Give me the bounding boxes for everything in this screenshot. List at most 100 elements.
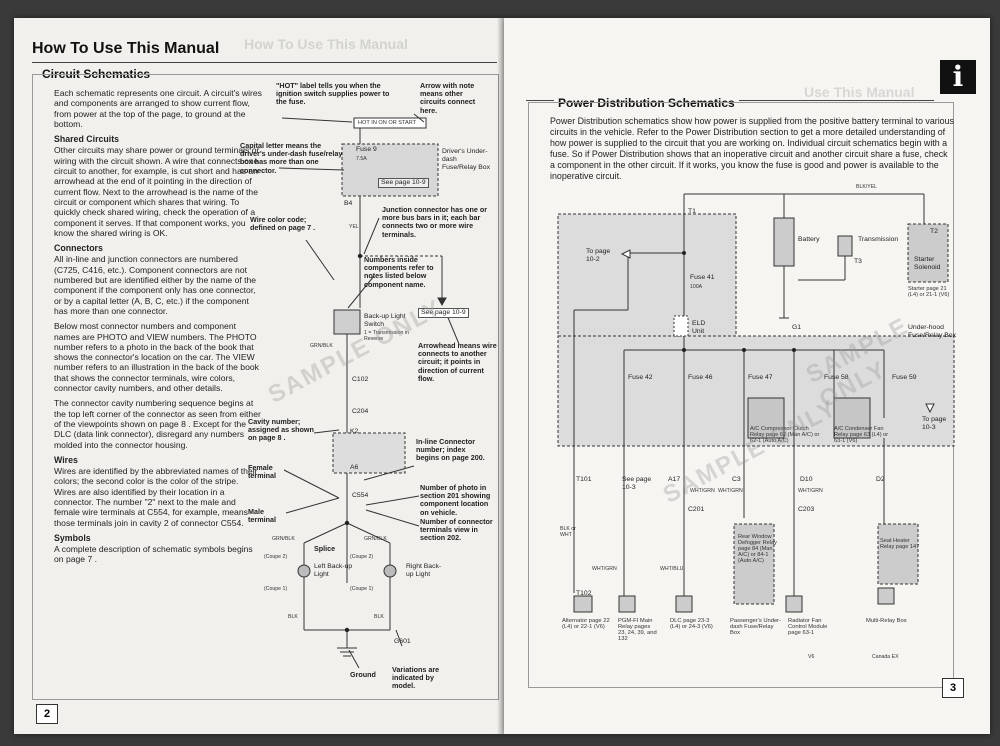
- yel-label: YEL: [349, 224, 359, 230]
- cavity-annotation: Cavity number; assigned as shown on page…: [248, 417, 314, 443]
- t2-label: T2: [930, 228, 938, 235]
- cavity-paragraph: The connector cavity numbering sequence …: [54, 398, 261, 450]
- page-number-right: 3: [942, 678, 964, 698]
- connectors-heading: Connectors: [54, 243, 103, 254]
- wire-color-annotation: Wire color code; defined on page 7 .: [250, 215, 316, 233]
- title-rule: [32, 62, 497, 63]
- capital-letter-annotation: Capital letter means the driver's under-…: [240, 141, 343, 175]
- starter-solenoid-label: Starter Solenoid: [914, 256, 941, 271]
- blk-label-left: BLK: [288, 614, 298, 620]
- dlc-label: DLC page 23-3 (L4) or 24-3 (V6): [670, 618, 713, 630]
- right-light-label: Right Back-up Light: [406, 563, 442, 578]
- c201-label: C201: [688, 506, 705, 513]
- coupe2-right: (Coupe 2): [350, 554, 374, 560]
- arrow-annotation: Arrow with note means other circuits con…: [420, 81, 476, 115]
- bleed-through-title: How To Use This Manual: [244, 36, 408, 52]
- page-title: How To Use This Manual: [32, 40, 220, 57]
- connector-view-annotation: Number of connector terminals view in se…: [420, 517, 493, 543]
- seat-heater-label: Seat Heater Relay page 147: [880, 538, 920, 550]
- grn-blk-label-3: GRN/BLK: [364, 536, 387, 542]
- alternator-label: Alternator page 22 (L4) or 22-1 (V6): [562, 618, 610, 630]
- c554-label: C554: [352, 492, 369, 499]
- see-page-box-2: See page 10-9: [418, 308, 469, 318]
- passenger-label: Passenger's Under-dash Fuse/Relay Box: [730, 618, 782, 636]
- to-page3-label: To page 10-3: [922, 416, 947, 431]
- wht-grn-label-1: WHT/GRN: [690, 488, 715, 494]
- fuse42-label: Fuse 42: [628, 374, 653, 381]
- content-frame: [32, 74, 499, 700]
- female-annotation: Female terminal: [248, 463, 276, 481]
- fuse41-label: Fuse 41: [690, 274, 715, 281]
- multi-relay-label: Multi-Relay Box: [866, 618, 907, 624]
- see-page-label: See page 10-3: [622, 476, 652, 491]
- defogger-label: Rear Window Defogger Relay page 84 (Man …: [738, 534, 777, 564]
- grn-blk-label-2: GRN/BLK: [272, 536, 295, 542]
- photo-paragraph: Below most connector numbers and compone…: [54, 321, 259, 394]
- v6-label: V6: [808, 654, 815, 660]
- intro-paragraph: Each schematic represents one circuit. A…: [54, 88, 262, 129]
- junction-annotation: Junction connector has one or more bus b…: [382, 205, 488, 239]
- backup-switch-label: Back-up Light Switch: [364, 313, 406, 328]
- inline-annotation: In-line Connector number; index begins o…: [416, 437, 485, 463]
- wht-grn-label-3: WHT/GRN: [798, 488, 823, 494]
- fuse46-label: Fuse 46: [688, 374, 713, 381]
- bleed-through-title-right: Use This Manual: [804, 84, 915, 100]
- a6-label: A6: [350, 464, 359, 471]
- g601-label: G601: [394, 638, 411, 645]
- shared-paragraph: Other circuits may share power or ground…: [54, 145, 260, 238]
- t3-label: T3: [854, 258, 862, 265]
- fuse41-amp: 100A: [690, 284, 703, 290]
- photo-annotation: Number of photo in section 201 showing c…: [420, 483, 491, 517]
- d10-label: D10: [800, 476, 813, 483]
- eld-label: ELD Unit: [692, 320, 706, 335]
- blk-label-right: BLK: [374, 614, 384, 620]
- ground-annotation: Ground: [350, 670, 376, 679]
- circuit-text: Each schematic represents one circuit. A…: [54, 88, 262, 570]
- battery-label: Battery: [798, 236, 820, 243]
- c204-label: C204: [352, 408, 369, 415]
- wht-blu-label: WHT/BLU: [660, 566, 684, 572]
- pgm-label: PGM-FI Main Relay pages 23, 24, 39, and …: [618, 618, 657, 642]
- info-icon: i: [940, 60, 976, 94]
- wires-heading: Wires: [54, 454, 78, 465]
- driver-box-label: Driver's Under-dash Fuse/Relay Box: [442, 148, 490, 171]
- d2-label: D2: [876, 476, 885, 483]
- blk-yel-label: BLK/YEL: [856, 184, 878, 190]
- wht-grn-label-4: WHT/GRN: [592, 566, 617, 572]
- fuse59-label: Fuse 59: [892, 374, 917, 381]
- coupe1-right: (Coupe 1): [350, 586, 374, 592]
- underhood-label: Under-hood Fuse/Relay Box: [908, 324, 956, 339]
- radiator-label: Radiator Fan Control Module page 63-1: [788, 618, 828, 636]
- right-page: Use This Manual i Power Distribution Sch…: [504, 18, 990, 734]
- wires-paragraph: Wires are identified by the abbreviated …: [54, 466, 258, 528]
- numbers-inside-annotation: Numbers inside components refer to notes…: [364, 255, 434, 289]
- c3-label: C3: [732, 476, 741, 483]
- fuse58-label: Fuse 58: [824, 374, 849, 381]
- left-page: How To Use This Manual How To Use This M…: [14, 18, 504, 734]
- splice-annotation: Splice: [314, 544, 336, 553]
- see-page-box: See page 10-9: [378, 178, 429, 188]
- hot-annotation: "HOT" label tells you when the ignition …: [276, 81, 390, 107]
- variations-annotation: Variations are indicated by model.: [392, 665, 440, 691]
- trans-note: 1 = Transmission in Reverse: [364, 330, 409, 342]
- c102-label: C102: [352, 376, 369, 383]
- fuse47-label: Fuse 47: [748, 374, 773, 381]
- connectors-paragraph: All in-line and junction connectors are …: [54, 254, 257, 316]
- fuse-amp: 7.5A: [356, 156, 367, 162]
- blk-or-wht-label: BLK or WHT: [560, 526, 576, 538]
- coupe1-left: (Coupe 1): [264, 586, 288, 592]
- page-number-left: 2: [36, 704, 58, 724]
- t101-label: T101: [576, 476, 592, 483]
- male-annotation: Male terminal: [248, 507, 276, 525]
- shared-heading: Shared Circuits: [54, 134, 120, 145]
- c203-label: C203: [798, 506, 815, 513]
- t102-label: T102: [576, 590, 592, 597]
- k2-label: K2: [350, 428, 359, 435]
- coupe2-left: (Coupe 2): [264, 554, 288, 560]
- wht-grn-label-2: WHT/GRN: [718, 488, 743, 494]
- g1-label: G1: [792, 324, 802, 331]
- ac-condenser-label: A/C Condenser Fan Relay page 63 (L4) or …: [834, 426, 889, 444]
- symbols-paragraph: A complete description of schematic symb…: [54, 544, 253, 565]
- ac-clutch-label: A/C Compressor Clutch Relay page 62 (Man…: [750, 426, 820, 444]
- transmission-label: Transmission: [858, 236, 899, 243]
